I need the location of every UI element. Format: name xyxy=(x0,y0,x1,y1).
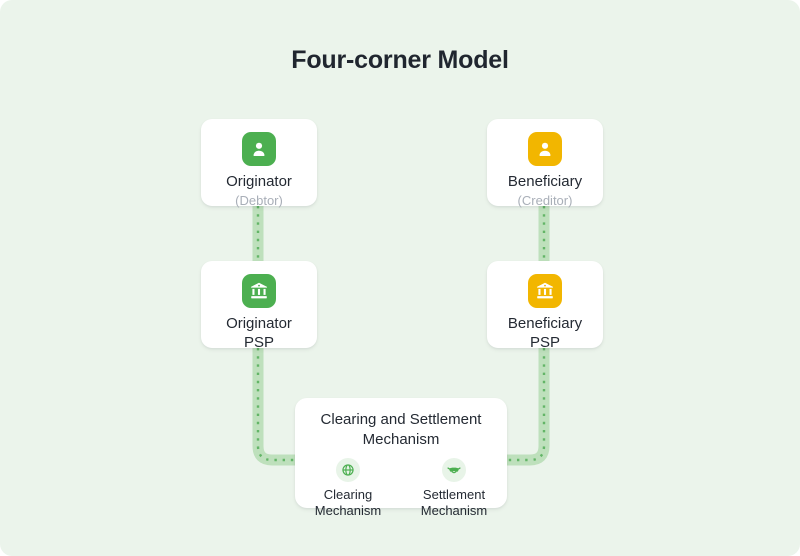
node-beneficiary-sublabel: (Creditor) xyxy=(517,192,573,208)
node-originator: Originator (Debtor) xyxy=(201,119,317,208)
node-clearing-settlement-mechanism: Clearing and Settlement Mechanism Cleari… xyxy=(295,398,507,518)
bank-icon xyxy=(242,274,276,308)
csm-items: Clearing Mechanism Settlement Mechanism xyxy=(295,458,507,520)
diagram-title: Four-corner Model xyxy=(291,46,509,74)
bank-icon xyxy=(528,274,562,308)
node-beneficiary: Beneficiary (Creditor) xyxy=(487,119,603,208)
csm-item-settlement: Settlement Mechanism xyxy=(401,458,507,520)
csm-item-settlement-label: Settlement Mechanism xyxy=(420,487,488,519)
user-icon xyxy=(528,132,562,166)
node-beneficiary-psp: Beneficiary PSP xyxy=(487,261,603,351)
node-originator-psp: Originator PSP xyxy=(201,261,317,351)
csm-title: Clearing and Settlement Mechanism xyxy=(320,411,482,448)
csm-item-clearing-label: Clearing Mechanism xyxy=(314,487,382,519)
csm-item-clearing: Clearing Mechanism xyxy=(295,458,401,520)
node-originator-psp-label: Originator PSP xyxy=(226,315,292,351)
node-originator-label: Originator xyxy=(226,173,292,190)
user-icon xyxy=(242,132,276,166)
handshake-icon xyxy=(442,458,466,482)
globe-icon xyxy=(336,458,360,482)
node-originator-sublabel: (Debtor) xyxy=(235,192,283,208)
node-beneficiary-psp-label: Beneficiary PSP xyxy=(507,315,583,351)
node-beneficiary-label: Beneficiary xyxy=(507,173,583,190)
